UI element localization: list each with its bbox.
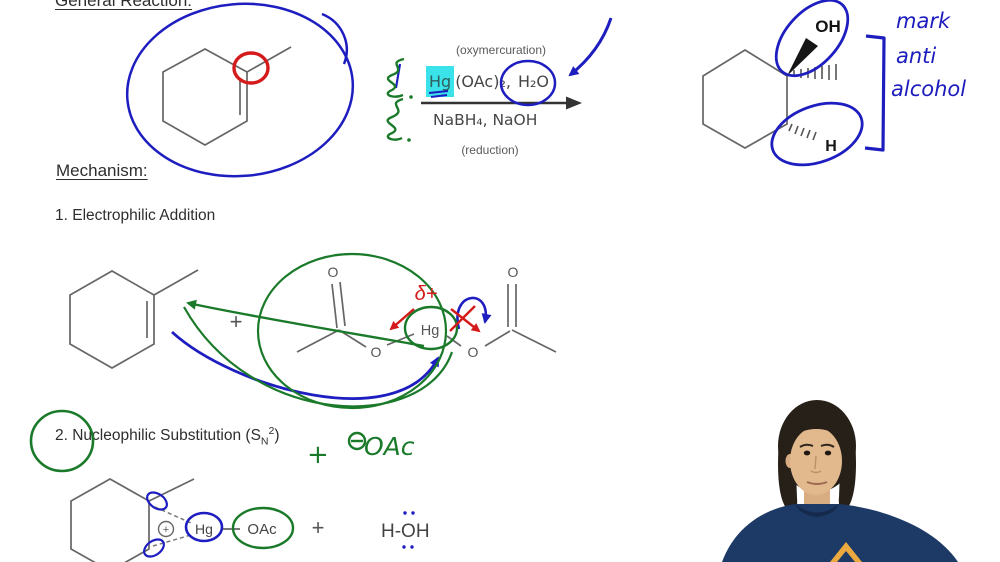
step2-superscript: 2: [268, 425, 275, 437]
blue-loop-arrow: [456, 296, 492, 330]
oxymercuration-note: (oxymercuration): [455, 43, 547, 57]
hash-bond-methyl: [793, 64, 837, 80]
presenter-collar: [795, 504, 839, 517]
blue-circle-h: [770, 101, 864, 167]
blue-tick-mark: [394, 63, 402, 89]
hg-label-step2: Hg: [195, 521, 213, 537]
minus-charge-icon: [347, 431, 367, 451]
green-squiggle-2: [386, 97, 404, 141]
water-reagent: H₂O: [517, 72, 549, 91]
o-carbonyl-right: O: [508, 264, 519, 280]
mercurinium-structure: [70, 478, 240, 562]
handwriting-mark: mark: [896, 9, 951, 33]
reduction-note: (reduction): [461, 143, 519, 157]
green-circle-step2-number: [29, 409, 95, 473]
red-cross-stroke: [449, 305, 476, 332]
acetate-atom-labels: O O O O Hg: [328, 264, 519, 360]
blue-arrow-alkene-to-hg: [171, 330, 440, 400]
mercuric-acetate-structure: [296, 281, 557, 353]
h-label: H: [825, 138, 837, 155]
step2-close: ): [274, 427, 280, 445]
step2-heading: 2. Nucleophilic Substitution (SN2): [55, 425, 280, 447]
presenter-eye-left: [803, 450, 811, 456]
water-label: H-OH: [381, 521, 430, 542]
plus-sign-step1: +: [230, 309, 243, 334]
step2-subscript: N: [260, 435, 269, 448]
oac-reagent: (OAc)₂,: [455, 72, 511, 91]
blue-circle-tail: [321, 12, 349, 65]
red-ink-annotations: [232, 51, 481, 333]
o-ester-left: O: [371, 344, 382, 360]
reaction-arrow: [421, 90, 582, 110]
hash-bond-h: [788, 123, 817, 141]
red-arrow-right: [450, 308, 481, 333]
delta-plus-label: δ+: [415, 283, 438, 305]
handwriting-plus: +: [307, 440, 329, 470]
presenter-shirt: [722, 504, 958, 562]
blue-circle-reactant: [125, 2, 355, 178]
green-sweep-curve: [183, 306, 454, 408]
blue-circle-carbon-bottom: [143, 538, 165, 558]
blue-circle-water: [499, 59, 557, 107]
reduction-reagents: NaBH₄, NaOH: [433, 111, 538, 129]
green-squiggle-1: [386, 57, 405, 98]
green-circle-acetate: [256, 252, 448, 410]
blue-arrow-to-water: [568, 17, 613, 77]
blue-circle-carbon-top: [146, 491, 168, 511]
oac-label: OAc: [247, 521, 277, 538]
plus-sign-step2: +: [312, 515, 325, 540]
general-reactant-structure: [162, 46, 292, 146]
step1-alkene-structure: [69, 269, 199, 369]
step2-text: 2. Nucleophilic Substitution (S: [55, 427, 261, 445]
oh-label: OH: [815, 17, 841, 36]
green-circle-hg: [403, 305, 459, 351]
mechanism-heading: Mechanism:: [56, 161, 148, 180]
blue-bracket: [864, 34, 886, 152]
blue-circle-oh: [774, 0, 850, 78]
presenter-mouth: [806, 481, 828, 485]
handwriting-anti: anti: [896, 44, 937, 68]
product-structure: OH H: [702, 17, 841, 155]
o-ester-right: O: [468, 344, 479, 360]
presenter: [722, 400, 958, 562]
green-arrow-to-alkene: [186, 299, 425, 348]
o-carbonyl-left: O: [328, 264, 339, 280]
red-circle-carbon: [232, 51, 270, 85]
green-ink-annotations: [29, 57, 459, 550]
handwriting-alcohol: alcohol: [891, 77, 967, 101]
wedge-bond-oh: [787, 38, 818, 76]
hg-label-step1: Hg: [421, 323, 440, 339]
positive-charge: +: [163, 524, 169, 536]
lone-pair-dots: [402, 511, 415, 549]
presenter-eye-right: [824, 450, 832, 456]
red-arrow-left: [389, 308, 415, 331]
blue-ink-annotations: [125, 0, 886, 558]
general-reaction-heading: General Reaction:: [55, 0, 193, 10]
step1-heading: 1. Electrophilic Addition: [55, 207, 216, 224]
blue-circle-hg-step2: [184, 511, 224, 543]
handwriting-oac-anion: OAc: [364, 432, 415, 461]
green-circle-oac: [231, 506, 295, 550]
